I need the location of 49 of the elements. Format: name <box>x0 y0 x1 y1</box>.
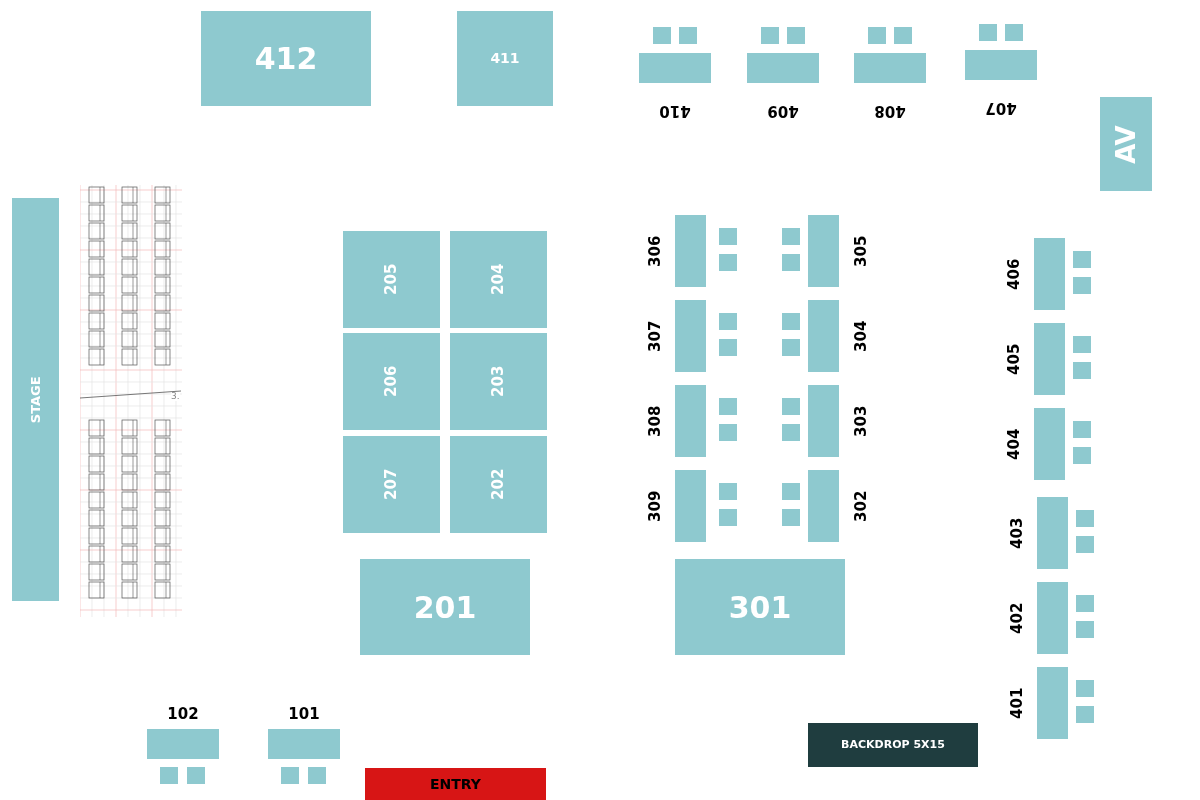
booth <box>343 333 440 430</box>
booth-label: 301 <box>728 588 792 627</box>
booth <box>12 198 59 601</box>
booth-label: AV <box>1109 124 1142 164</box>
booth-number: 407 <box>984 97 1018 119</box>
booth-number: 402 <box>1007 602 1028 634</box>
booth <box>457 11 553 106</box>
booth-number: 303 <box>851 405 872 437</box>
booth <box>450 231 547 328</box>
booth-label: 412 <box>254 40 318 78</box>
booth-label: 206 <box>381 365 402 398</box>
booth-label: 204 <box>488 263 509 296</box>
booth-label: 207 <box>381 468 402 501</box>
booth-label: 201 <box>413 588 477 627</box>
booth <box>343 436 440 533</box>
booth <box>450 333 547 430</box>
booth-number: 101 <box>287 704 321 725</box>
booth <box>343 231 440 328</box>
booth <box>675 559 845 655</box>
booth-number: 406 <box>1004 258 1025 290</box>
booth-number: 409 <box>766 100 800 122</box>
booth-number: 304 <box>851 320 872 352</box>
booth-number: 401 <box>1007 687 1028 719</box>
booth-label: STAGE <box>26 376 44 423</box>
booth-number: 102 <box>166 704 200 725</box>
booth-label: 411 <box>490 49 520 68</box>
booth-number: 403 <box>1007 517 1028 549</box>
area-label: ENTRY <box>430 774 481 794</box>
booth-number: 408 <box>873 100 907 122</box>
booth-number: 307 <box>645 320 666 352</box>
dimension-text: 3. <box>171 392 180 401</box>
booth-number: 308 <box>645 405 666 437</box>
booth-number: 309 <box>645 490 666 522</box>
booth-number: 405 <box>1004 343 1025 375</box>
booth <box>360 559 530 655</box>
booth-label: 202 <box>488 468 509 501</box>
area-label: BACKDROP 5X15 <box>841 736 945 753</box>
backdrop <box>808 723 978 767</box>
booth <box>201 11 371 106</box>
booth-number: 410 <box>658 100 692 122</box>
booth-number: 404 <box>1004 428 1025 460</box>
booth <box>450 436 547 533</box>
booth <box>1100 97 1152 191</box>
booth-label: 205 <box>381 263 402 296</box>
booth-label: 203 <box>488 365 509 398</box>
entry-area <box>365 768 546 800</box>
booth-number: 302 <box>851 490 872 522</box>
booth-number: 306 <box>645 235 666 267</box>
booth-number: 305 <box>851 235 872 267</box>
